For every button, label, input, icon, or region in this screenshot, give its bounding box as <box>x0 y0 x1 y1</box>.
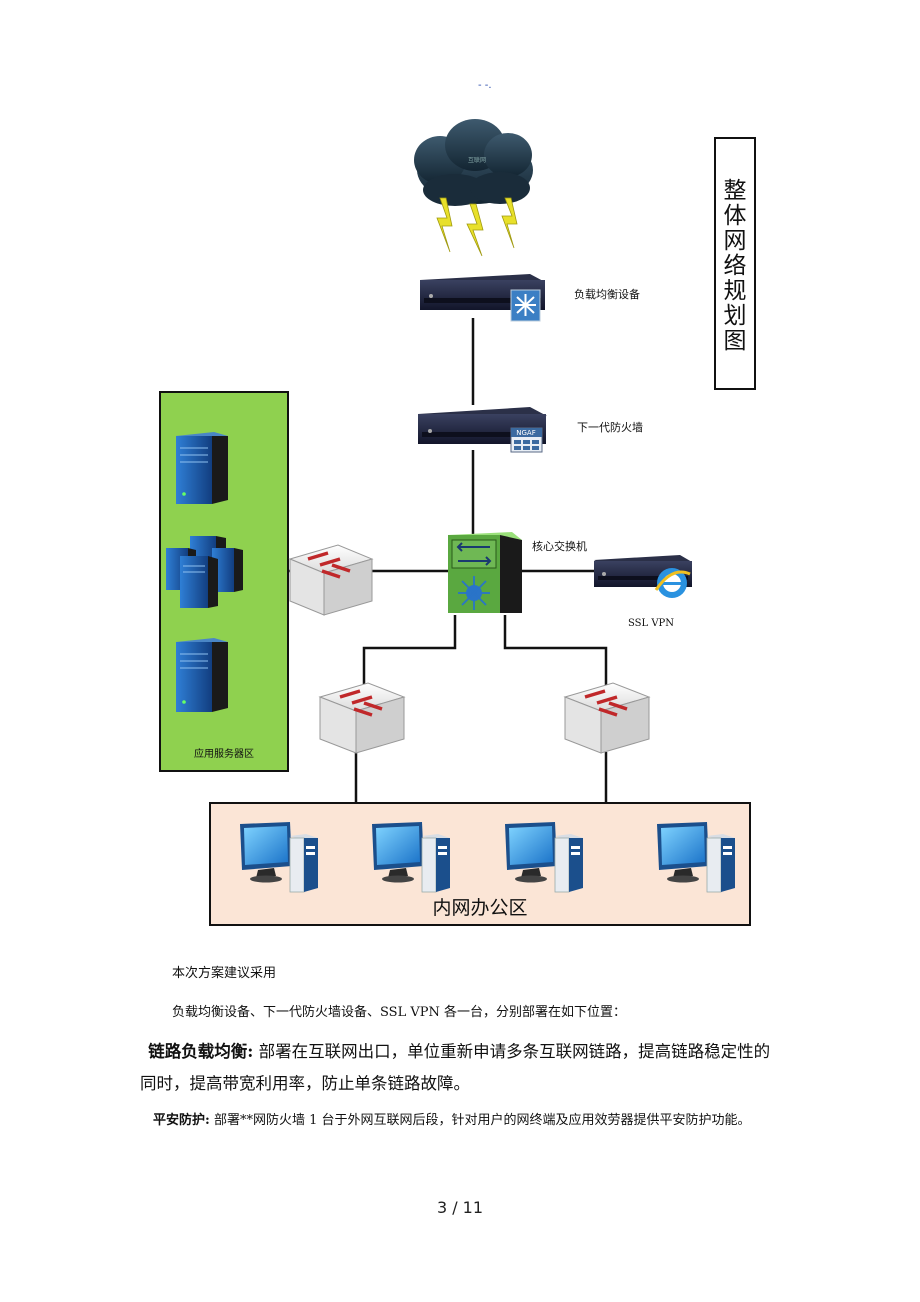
term-link-load-balancing: 链路负载均衡: <box>148 1042 254 1061</box>
body-text: 部署在互联网出口，单位重新申请多条互联网链路，提高链路稳定性的同时，提高带宽利用… <box>140 1042 771 1093</box>
header-mark: - -. <box>478 80 492 91</box>
body-line-1: 本次方案建议采用 <box>172 966 277 981</box>
server-icon <box>176 432 228 504</box>
switch-icon <box>563 682 651 754</box>
body-paragraph-link-load-balancing: 链路负载均衡: 部署在互联网出口，单位重新申请多条互联网链路，提高链路稳定性的同… <box>140 1036 780 1100</box>
body-text: 部署**网防火墙 1 台于外网互联网后段，针对用户的网终端及应用效劳器提供平安防… <box>209 1113 751 1128</box>
core-switch-label: 核心交换机 <box>532 539 587 553</box>
diagram-title-box: 整体网络规划图 <box>714 137 756 390</box>
network-diagram: 互联网 负载均衡设备 NGAF 下一代防火墙 <box>159 119 751 926</box>
body-line-2: 负载均衡设备、下一代防火墙设备、SSL VPN 各一台，分别部署在如下位置： <box>172 1005 626 1020</box>
switch-icon <box>318 682 406 754</box>
lightning-icon <box>436 197 518 257</box>
office-zone-label: 内网办公区 <box>432 897 528 919</box>
diagram-title: 整体网络规划图 <box>723 178 747 354</box>
firewall-label: 下一代防火墙 <box>577 420 643 434</box>
switch-icon <box>288 544 374 616</box>
ssl-vpn-icon <box>594 555 692 598</box>
ssl-vpn-label: SSL VPN <box>628 618 674 629</box>
firewall-badge: NGAF <box>516 429 535 437</box>
body-paragraph-security: 平安防护: 部署**网防火墙 1 台于外网互联网后段，针对用户的网终端及应用效劳… <box>140 1104 780 1138</box>
cloud-icon <box>414 119 533 206</box>
server-cluster-icon <box>166 536 243 608</box>
server-icon <box>176 638 228 712</box>
firewall-icon <box>418 407 547 453</box>
core-switch-icon <box>448 532 522 613</box>
pc-icon <box>240 822 318 893</box>
term-security: 平安防护: <box>153 1113 210 1128</box>
app-server-zone-label: 应用服务器区 <box>194 747 254 760</box>
pc-icon <box>372 822 450 893</box>
load-balancer-label: 负载均衡设备 <box>574 287 640 301</box>
page-number: 3 / 11 <box>436 1198 484 1217</box>
pc-icon <box>505 822 583 893</box>
pc-icon <box>657 822 735 893</box>
cloud-label: 互联网 <box>468 156 486 164</box>
load-balancer-icon <box>420 274 545 322</box>
